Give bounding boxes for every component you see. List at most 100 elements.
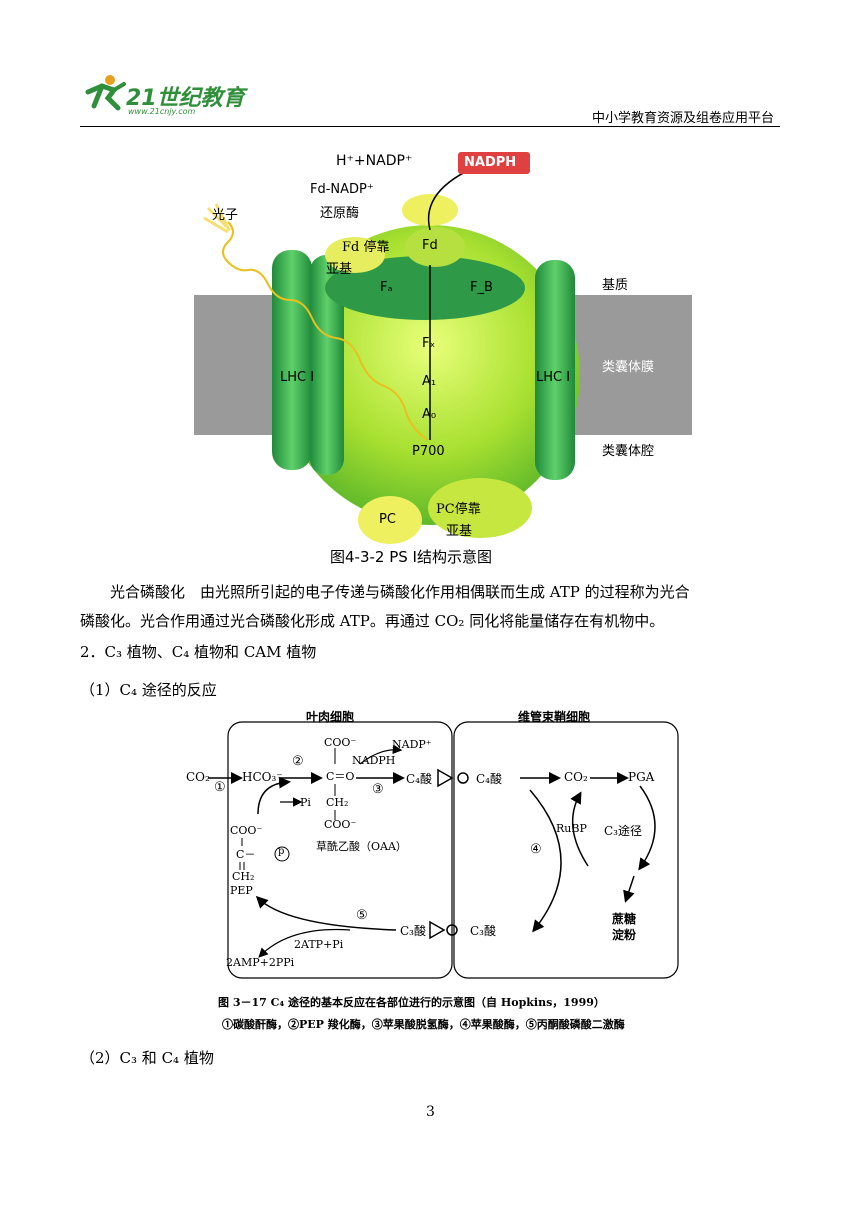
transporter-c4-circle [457,772,469,784]
label-bundle-sheath: 维管束鞘细胞 [518,710,591,724]
page-number: 3 [426,1104,435,1120]
label-a0: A₀ [422,407,437,422]
label-circ1: ① [214,780,226,795]
logo-text: 21世纪教育 [126,86,245,111]
label-pep-p: p [278,846,285,857]
figure1-caption: 图4-3-2 PS I结构示意图 [330,548,492,566]
label-pep-coo: COO⁻ [230,824,263,837]
label-oaa: 草酰乙酸（OAA） [316,840,407,853]
psi-diagram [194,152,692,544]
label-fx: Fₓ [422,336,436,351]
para-1-line2: 磷酸化。光合作用通过光合磷酸化形成 ATP。再通过 CO₂ 同化将能量储存在有机… [80,612,665,630]
label-coo-bottom: COO⁻ [324,818,357,831]
figure-c4-pathway: 叶肉细胞 维管束鞘细胞 CO₂ ① HCO₃⁻ ② COO⁻ C＝O NADPH… [180,706,680,1036]
label-fb: F_B [470,280,493,295]
figure2-caption-2: ①碳酸酐酶，②PEP 羧化酶，③苹果酸脱氢酶，④苹果酸酶，⑤丙酮酸磷酸二激酶 [222,1018,625,1031]
label-c4-acid-2: C₄酸 [476,772,502,786]
photon-burst-icon [203,203,232,234]
header-rule [80,126,780,127]
label-lumen: 类囊体腔 [602,444,655,459]
label-sucrose: 蔗糖 [612,912,637,926]
c3-to-pep-arrow [255,895,397,931]
label-starch: 淀粉 [612,928,637,942]
label-a1: A₁ [422,374,437,389]
label-pi: Pi [300,796,311,809]
lhc-left-column-inner [310,255,344,475]
label-fd-dock-2: 亚基 [326,262,353,277]
label-h-nadp: H⁺+NADP⁺ [336,153,413,169]
c4-pathway-diagram [208,721,679,979]
bundle-sheath-cell [453,721,679,979]
label-pc-dock-2: 亚基 [446,524,473,539]
label-p700: P700 [412,444,445,459]
calvin-cycle-right-arrow [638,785,656,871]
label-c4-acid-1: C₄酸 [406,772,432,786]
header-right-text: 中小学教育资源及组卷应用平台 [592,111,775,126]
label-pep-ch2: CH₂ [232,870,255,883]
label-lhc-left: LHC I [280,370,315,385]
subsection-2-heading: （2）C₃ 和 C₄ 植物 [80,1049,214,1067]
pc-protein [358,496,422,544]
header: 21世纪教育 www.21cnjy.com 中小学教育资源及组卷应用平台 [0,0,860,130]
label-circ5: ⑤ [356,908,368,923]
figure2-caption-1: 图 3－17 C₄ 途径的基本反应在各部位进行的示意图（自 Hopkins，19… [218,996,605,1009]
label-fa: Fₐ [380,280,393,295]
photon-wave [222,221,429,441]
label-hco3: HCO₃⁻ [242,770,283,784]
label-amp: 2AMP+2PPi [226,956,295,969]
label-atp: 2ATP+Pi [294,938,344,951]
c4-to-c3-arc [529,789,562,933]
label-fd-nadp-2: 还原酶 [320,206,360,221]
label-photon: 光子 [212,208,239,223]
label-c3-path: C₃途径 [604,824,642,838]
label-co2-2: CO₂ [564,770,588,784]
fd-protein [405,227,465,267]
label-fd-nadp-1: Fd-NADP⁺ [310,182,374,197]
atp-curve [258,928,351,958]
label-circ4: ④ [530,842,542,857]
nadph-box [458,152,530,174]
fa-fb-block [325,256,525,320]
pc-dock-subunit [428,478,532,538]
label-nadph: NADPH [464,155,517,170]
label-pga: PGA [628,770,655,784]
transporter-c4 [437,768,454,788]
logo-url: www.21cnjy.com [128,107,196,116]
subsection-1-heading: （1）C₄ 途径的反应 [80,681,217,699]
label-thylakoid-membrane: 类囊体膜 [602,360,655,375]
nadph-curve [359,744,403,765]
label-nadph: NADPH [352,754,396,767]
mesophyll-cell [227,721,453,979]
to-sucrose-arrow [623,875,635,903]
label-circ2: ② [292,754,304,769]
phosphate-circle [274,846,290,862]
logo-runner-icon [85,75,126,111]
label-circ3: ③ [372,782,384,797]
label-pc-dock-1: PC停靠 [436,502,481,517]
transporter-c3-circle [446,924,458,936]
label-pep-c: C－ [236,848,256,861]
label-lhc-right: LHC I [536,370,571,385]
transporter-c3 [429,920,446,940]
label-rubp: RuBP [556,822,587,835]
label-c3-acid-1: C₃酸 [400,924,426,938]
label-c-eq-o: C＝O [326,770,355,783]
pep-to-hco3-arrow [257,776,291,815]
figure-psi: H⁺+NADP⁺ NADPH Fd-NADP⁺ 还原酶 光子 Fd 停靠 亚基 … [160,140,700,570]
label-pep: PEP [230,884,253,897]
section-2-heading: 2．C₃ 植物、C₄ 植物和 CAM 植物 [80,643,317,661]
label-c3-acid-2: C₃酸 [470,924,496,938]
calvin-cycle-left-arrow [570,791,589,867]
fd-dock-subunit [325,237,385,273]
label-co2: CO₂ [186,770,210,784]
label-fd-dock-1: Fd 停靠 [342,240,390,255]
label-coo-top: COO⁻ [324,736,357,749]
lhc-left-column [272,250,312,470]
label-pc: PC [379,512,396,527]
para-1-line1: 光合磷酸化 由光照所引起的电子传递与磷酸化作用相偶联而生成 ATP 的过程称为光… [110,583,690,601]
label-fd: Fd [422,238,438,253]
label-ch2: CH₂ [326,796,349,809]
label-nadp: NADP⁺ [392,738,432,751]
lhc-right-column [535,260,575,480]
label-matrix: 基质 [602,278,629,293]
